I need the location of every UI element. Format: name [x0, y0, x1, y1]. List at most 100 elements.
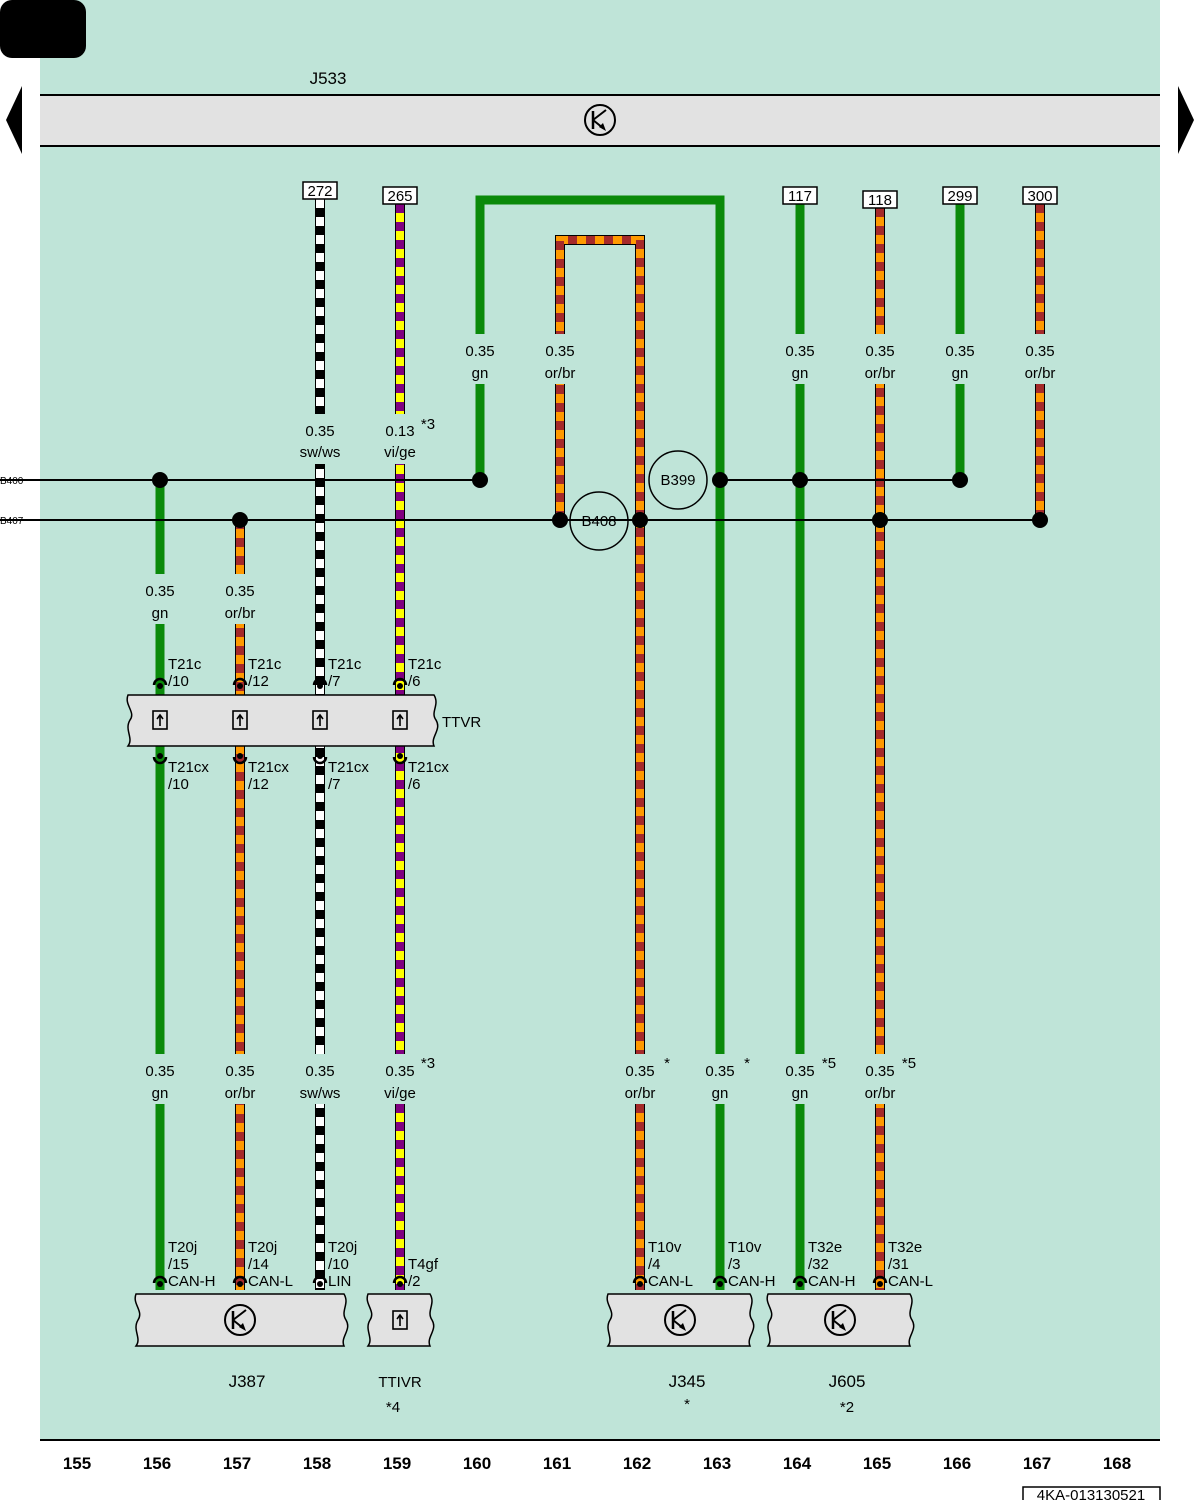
- reference-label: 299: [947, 188, 972, 205]
- wire-size: 0.35: [225, 1063, 254, 1080]
- wire-size: 0.35: [305, 1063, 334, 1080]
- wire-color: gn: [472, 365, 489, 382]
- wire-size: 0.35: [145, 1063, 174, 1080]
- wire-size: 0.35: [945, 343, 974, 360]
- pin-conn: T10v: [648, 1239, 682, 1256]
- wire-size: 0.35: [705, 1063, 734, 1080]
- wire-label-163-bot: 0.35 gn *: [705, 1055, 750, 1102]
- reference-label: 118: [868, 192, 892, 209]
- pin-signal: CAN-L: [248, 1273, 293, 1290]
- bus-label-b400: B400: [0, 476, 24, 487]
- wire-color: or/br: [1025, 365, 1056, 382]
- wire-note: *3: [421, 416, 435, 433]
- label-background-layer: [140, 334, 1060, 1104]
- component-label: J345: [669, 1372, 706, 1391]
- connector-ttvr-body: [126, 694, 439, 747]
- wire-note: *: [744, 1055, 750, 1072]
- label-gap: [386, 414, 414, 464]
- wire-label-159-bot: 0.35 vi/ge *3: [384, 1055, 435, 1102]
- label-gap: [540, 334, 580, 384]
- wire-size: 0.35: [465, 343, 494, 360]
- reference-label: 272: [307, 183, 332, 200]
- component-ttivr[interactable]: TTIVR *4: [366, 1293, 435, 1416]
- wire-label-167-top: 0.35 or/br: [1025, 343, 1056, 382]
- pin-conn: T20j: [168, 1239, 197, 1256]
- ttvr-pin-labels: T21c /10 T21c /12 T21c /7 T21c /6 T21cx …: [168, 656, 449, 793]
- arrow-left-icon[interactable]: [6, 86, 22, 154]
- component-label: J387: [229, 1372, 266, 1391]
- wire-label-157-mid: 0.35 or/br: [225, 583, 256, 622]
- label-gap: [220, 1054, 260, 1104]
- wire-color: sw/ws: [300, 444, 341, 461]
- label-gap: [780, 1054, 820, 1104]
- reference-box[interactable]: 272: [302, 181, 338, 200]
- pin-signal: CAN-L: [888, 1273, 933, 1290]
- label-gap: [140, 574, 180, 624]
- bus-label-b407: B407: [0, 516, 24, 527]
- page-tab: [0, 0, 86, 58]
- wire-note: *: [664, 1055, 670, 1072]
- label-gap: [620, 1054, 660, 1104]
- wire-label-162-bot: 0.35 or/br *: [625, 1055, 671, 1102]
- wire-label-158-bot: 0.35 sw/ws: [300, 1063, 341, 1102]
- component-j345[interactable]: J345 *: [606, 1293, 755, 1413]
- component-j387[interactable]: J387: [134, 1293, 349, 1391]
- pin-conn: T4gf: [408, 1256, 439, 1273]
- wire-color: gn: [792, 1085, 809, 1102]
- j533-body: [40, 95, 1160, 146]
- doc-id: 4KA-013130521: [1037, 1487, 1145, 1500]
- component-note: *: [684, 1396, 690, 1413]
- pin-number: /3: [728, 1256, 741, 1273]
- wire-label-156-mid: 0.35 gn: [145, 583, 174, 622]
- column-number: 161: [543, 1454, 571, 1473]
- reference-box[interactable]: 118: [862, 190, 898, 209]
- column-number: 167: [1023, 1454, 1051, 1473]
- wire-label-157-bot: 0.35 or/br: [225, 1063, 256, 1102]
- label-gap: [306, 414, 334, 464]
- pin-number: /10: [168, 776, 189, 793]
- reference-box[interactable]: 265: [382, 186, 418, 205]
- pin-signal: CAN-L: [648, 1273, 693, 1290]
- arrow-right-icon[interactable]: [1178, 86, 1194, 154]
- wire-label-165-bot: 0.35 or/br *5: [865, 1055, 917, 1102]
- pin-number: /7: [328, 776, 341, 793]
- component-j605[interactable]: J605 *2: [766, 1293, 915, 1416]
- pin-number: /10: [328, 1256, 349, 1273]
- pin-signal: CAN-H: [808, 1273, 856, 1290]
- junction-dot: [712, 472, 728, 488]
- label-gap: [860, 334, 900, 384]
- wire-color: vi/ge: [384, 1085, 416, 1102]
- wire-note: *5: [902, 1055, 916, 1072]
- reference-box[interactable]: 117: [782, 186, 818, 205]
- reference-box[interactable]: 300: [1022, 186, 1058, 205]
- label-gap: [380, 1054, 420, 1104]
- wire-size: 0.35: [1025, 343, 1054, 360]
- pin-conn: T21c: [328, 656, 362, 673]
- column-number: 162: [623, 1454, 651, 1473]
- wire-color: or/br: [625, 1085, 656, 1102]
- junction-dot: [1032, 512, 1048, 528]
- pin-number: /12: [248, 776, 269, 793]
- wire-color: gn: [152, 1085, 169, 1102]
- pin-conn: T20j: [328, 1239, 357, 1256]
- wire-color: or/br: [865, 365, 896, 382]
- wire-label-164-top: 0.35 gn: [785, 343, 814, 382]
- pin-number: /10: [168, 673, 189, 690]
- wire-label-156-bot: 0.35 gn: [145, 1063, 174, 1102]
- label-gap: [780, 334, 820, 384]
- pin-conn: T21c: [248, 656, 282, 673]
- reference-box[interactable]: 299: [942, 186, 978, 205]
- wire-size: 0.35: [225, 583, 254, 600]
- column-number: 166: [943, 1454, 971, 1473]
- pin-conn: T20j: [248, 1239, 277, 1256]
- reference-label: 117: [788, 188, 812, 205]
- junction-dot: [472, 472, 488, 488]
- wire-color: sw/ws: [300, 1085, 341, 1102]
- splice-b408: [569, 491, 629, 551]
- pin-number: /4: [648, 1256, 661, 1273]
- wire-labels: 0.35 sw/ws 0.13 vi/ge *3 0.35 gn 0.35 or…: [145, 343, 1055, 1102]
- wire-color: gn: [792, 365, 809, 382]
- pin-conn: T32e: [888, 1239, 922, 1256]
- pin-conn: T10v: [728, 1239, 762, 1256]
